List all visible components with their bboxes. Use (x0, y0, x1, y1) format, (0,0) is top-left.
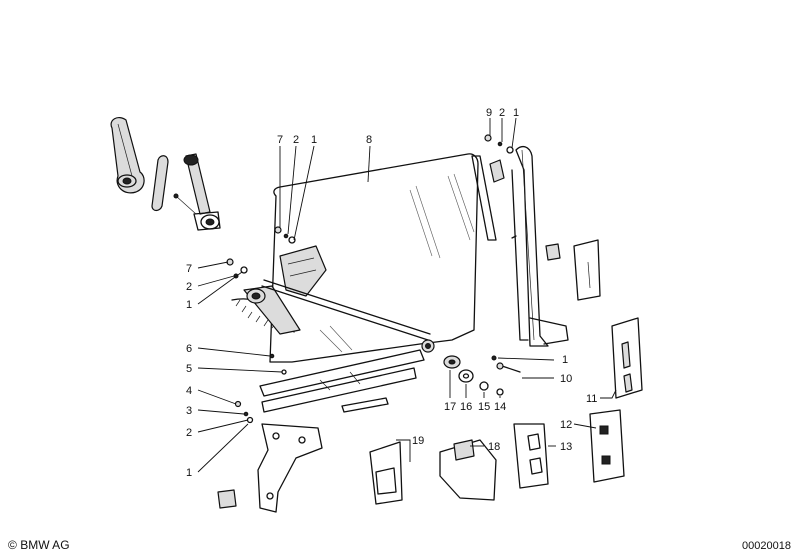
callout-2-left: 2 (186, 281, 192, 293)
washer-2-top-right (497, 141, 503, 147)
fasteners-lower-left (234, 353, 287, 424)
callout-1-bottom: 1 (186, 467, 192, 479)
washer-1-top (288, 236, 296, 244)
washer-15 (479, 381, 489, 391)
callout-7-top: 7 (277, 134, 283, 146)
washer-1-left (240, 266, 248, 274)
rear-guide-rail (506, 145, 569, 347)
screw-9 (484, 134, 492, 142)
callout-3: 3 (186, 405, 192, 417)
bracket-12 (589, 409, 625, 483)
leader-lines (197, 117, 617, 473)
copyright-symbol: © (8, 538, 17, 552)
small-slider-block (545, 243, 561, 261)
rail-cover-plate (573, 239, 601, 301)
callout-11: 11 (586, 393, 597, 405)
callout-9: 9 (486, 107, 492, 119)
callout-15: 15 (478, 401, 490, 413)
callout-labels: 9 2 1 7 2 1 8 7 2 1 6 5 4 3 2 1 1 10 11 … (186, 107, 597, 479)
callout-17: 17 (444, 401, 456, 413)
callout-16: 16 (460, 401, 472, 413)
callout-1-top: 1 (311, 134, 317, 146)
callout-1-right: 1 (562, 354, 568, 366)
brand-name: BMW AG (20, 538, 70, 552)
callout-2-bottom: 2 (186, 427, 192, 439)
callout-14: 14 (494, 401, 506, 413)
bolt-10 (496, 362, 521, 373)
diagram-id: 00020018 (742, 540, 791, 552)
regulator-bracket (257, 423, 323, 513)
washer-14 (496, 388, 504, 396)
clip-small (217, 489, 237, 509)
washer-16 (458, 369, 474, 383)
window-crank-handle (110, 116, 145, 194)
bracket-13 (513, 423, 549, 489)
callout-4: 4 (186, 385, 192, 397)
window-crank-handle-alt (151, 153, 221, 231)
callout-2-top-right: 2 (499, 107, 505, 119)
callout-8: 8 (366, 134, 372, 146)
nut-right (491, 355, 497, 361)
callout-13: 13 (560, 441, 572, 453)
bracket-11 (611, 317, 643, 399)
callout-10: 10 (560, 373, 572, 385)
callout-5: 5 (186, 363, 192, 375)
copyright-brand: © BMW AG (8, 538, 70, 552)
callout-2-top: 2 (293, 134, 299, 146)
callout-1-top-right: 1 (513, 107, 519, 119)
callout-19: 19 (412, 435, 424, 447)
callout-12: 12 (560, 419, 572, 431)
window-regulator (231, 245, 435, 413)
bracket-19 (369, 441, 403, 505)
rail-clip (489, 159, 505, 183)
front-guide-strip (471, 155, 497, 241)
callout-18: 18 (488, 441, 500, 453)
callout-1-left: 1 (186, 299, 192, 311)
callout-7-left: 7 (186, 263, 192, 275)
washer-2-top (283, 233, 289, 239)
bracket-18 (439, 439, 497, 501)
screw-7-top (274, 226, 282, 234)
callout-6: 6 (186, 343, 192, 355)
roller-17 (443, 355, 461, 369)
window-glass (269, 153, 479, 363)
